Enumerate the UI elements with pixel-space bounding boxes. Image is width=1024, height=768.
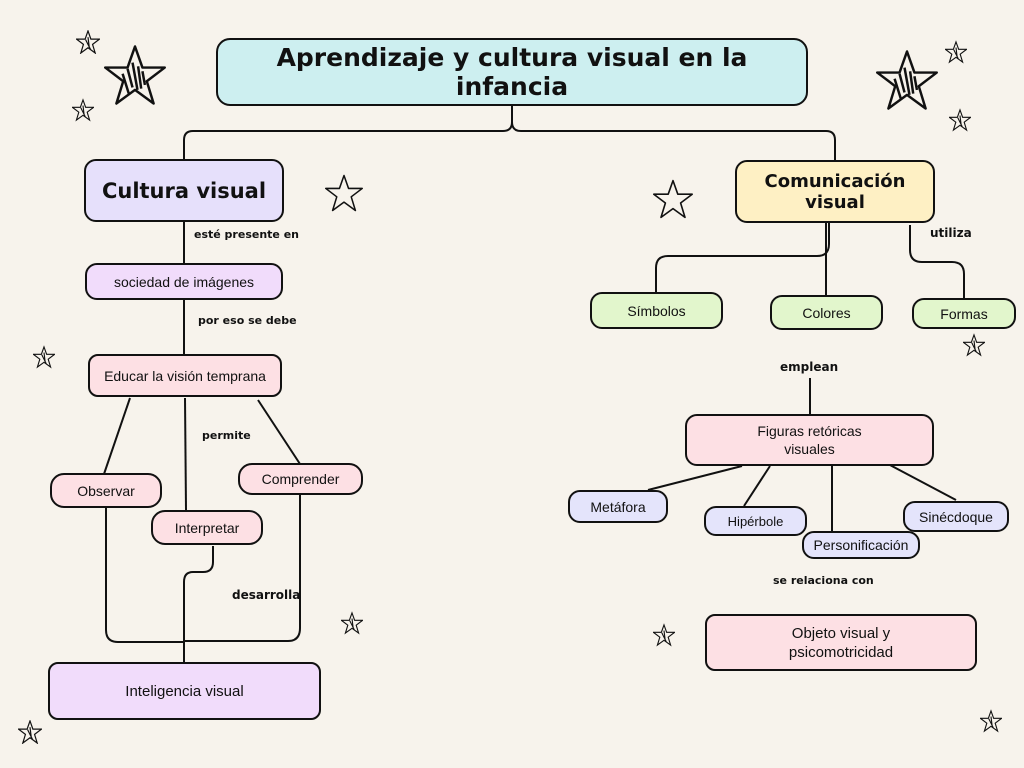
star-icon [72,98,94,122]
link-label-desarrolla: desarrolla [232,588,301,602]
star-icon [980,709,1002,733]
star-icon [76,30,100,54]
figuras-retoricas-node: Figuras retóricas visuales [685,414,934,466]
star-icon [876,50,938,110]
hiperbole-node: Hipérbole [704,506,807,536]
link-label-emplean: emplean [780,360,839,374]
star-icon [945,40,967,64]
formas-node: Formas [912,298,1016,329]
star-icon [104,45,166,105]
star-icon [33,345,55,369]
link-label-utiliza: utiliza [930,226,972,240]
sinecdoque-node: Sinécdoque [903,501,1009,532]
star-icon [963,333,985,357]
link-label-se-relaciona-con: se relaciona con [773,574,874,587]
metafora-node: Metáfora [568,490,668,523]
observar-node: Observar [50,473,162,508]
educar-vision-node: Educar la visión temprana [88,354,282,397]
objeto-visual-node: Objeto visual y psicomotricidad [705,614,977,671]
star-icon [653,623,675,647]
page-title: Aprendizaje y cultura visual en la infan… [216,38,808,106]
star-icon [341,611,363,635]
cultura-visual-node: Cultura visual [84,159,284,222]
colores-node: Colores [770,295,883,330]
comprender-node: Comprender [238,463,363,495]
link-label-permite: permite [202,429,251,442]
interpretar-node: Interpretar [151,510,263,545]
star-icon [653,179,693,219]
personificacion-node: Personificación [802,531,920,559]
star-icon [325,174,363,212]
simbolos-node: Símbolos [590,292,723,329]
star-icon [949,108,971,132]
inteligencia-visual-node: Inteligencia visual [48,662,321,720]
comunicacion-visual-node: Comunicación visual [735,160,935,223]
link-label-este-presente-en: esté presente en [194,228,299,241]
link-label-por-eso-se-debe: por eso se debe [198,314,297,327]
star-icon [18,720,42,744]
sociedad-de-imagenes-node: sociedad de imágenes [85,263,283,300]
